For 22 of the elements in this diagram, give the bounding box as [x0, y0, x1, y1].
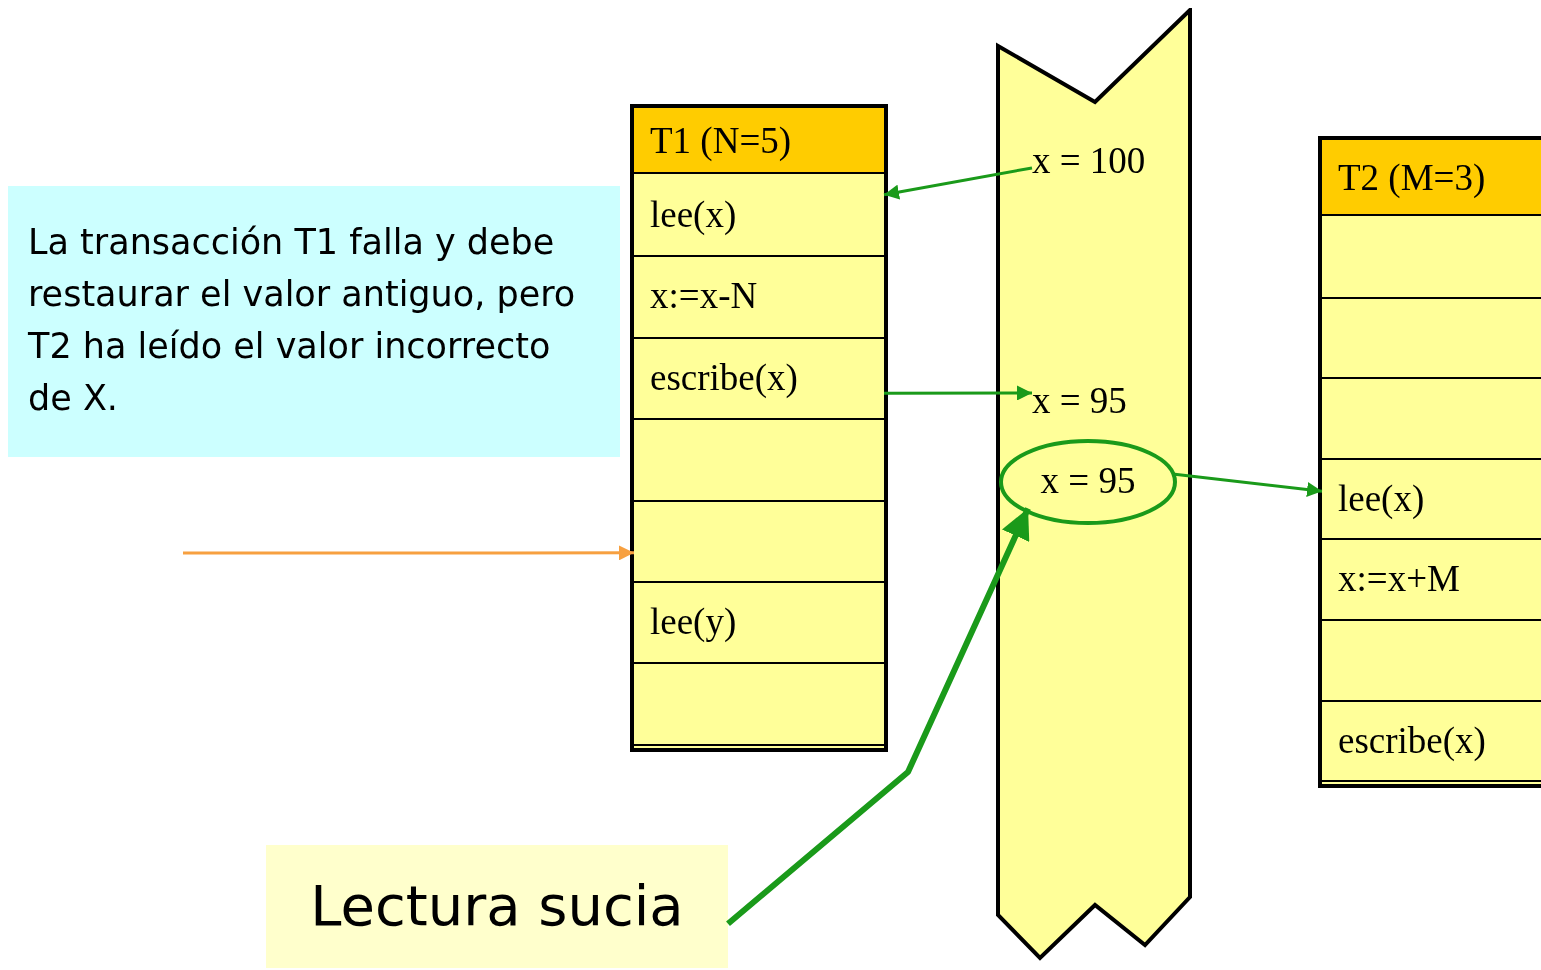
value-ellipse: x = 95	[998, 438, 1178, 526]
timeline-band	[996, 8, 1192, 962]
arrow	[884, 385, 1032, 401]
transaction-table	[630, 104, 888, 752]
value-text: x = 95	[1032, 378, 1162, 422]
arrow	[1172, 472, 1323, 497]
note-box: La transacción T1 falla y debe restaurar el valor antiguo, pero T2 ha leído el valor incorrecto de X.	[8, 186, 620, 457]
table-header: T2 (M=3)	[1322, 140, 1541, 216]
table-row: x:=x-N	[634, 257, 884, 339]
table-row: lee(x)	[1322, 459, 1541, 541]
table-row: lee(y)	[634, 583, 884, 665]
transaction-table	[1318, 136, 1541, 788]
arrow	[883, 166, 1033, 200]
arrow	[183, 545, 634, 561]
arrow	[726, 507, 1031, 926]
table-row: x:=x+M	[1322, 540, 1541, 621]
table-header: T1 (N=5)	[634, 108, 884, 174]
table-row: escribe(x)	[634, 338, 884, 421]
label-box: Lectura sucia	[266, 845, 728, 968]
table-row: lee(x)	[634, 176, 884, 258]
table-row: escribe(x)	[1322, 701, 1541, 783]
value-text: x = 100	[1032, 138, 1182, 182]
